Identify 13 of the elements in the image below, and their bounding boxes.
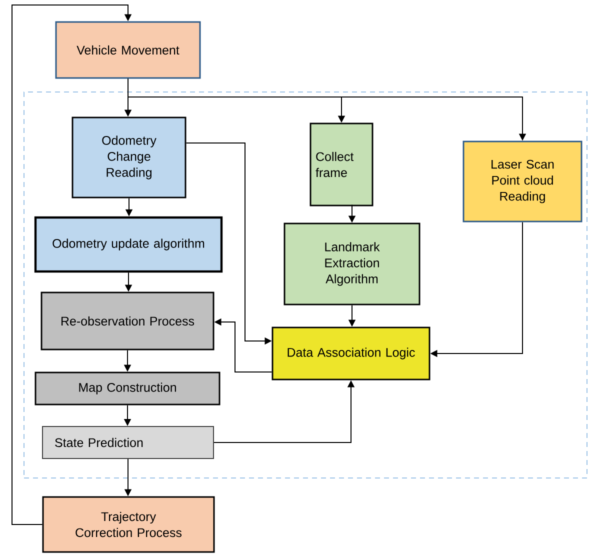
process-box: Laser Scan Point cloud Reading <box>462 140 582 222</box>
process-box: Map Construction <box>34 372 220 406</box>
process-box: Collect frame <box>310 122 374 206</box>
process-box: Re-observation Process <box>40 292 214 350</box>
process-box: Vehicle Movement <box>55 21 201 79</box>
arrow <box>12 4 132 525</box>
process-box: State Prediction <box>42 426 214 459</box>
process-box: Odometry update algorithm <box>34 216 223 273</box>
process-box: Trajectory Correction Process <box>42 496 215 553</box>
process-box: Data Association Logic <box>272 326 430 380</box>
process-box: Odometry Change Reading <box>72 116 186 198</box>
process-box: Landmark Extraction Algorithm <box>284 222 420 306</box>
dashed-region <box>24 92 588 478</box>
